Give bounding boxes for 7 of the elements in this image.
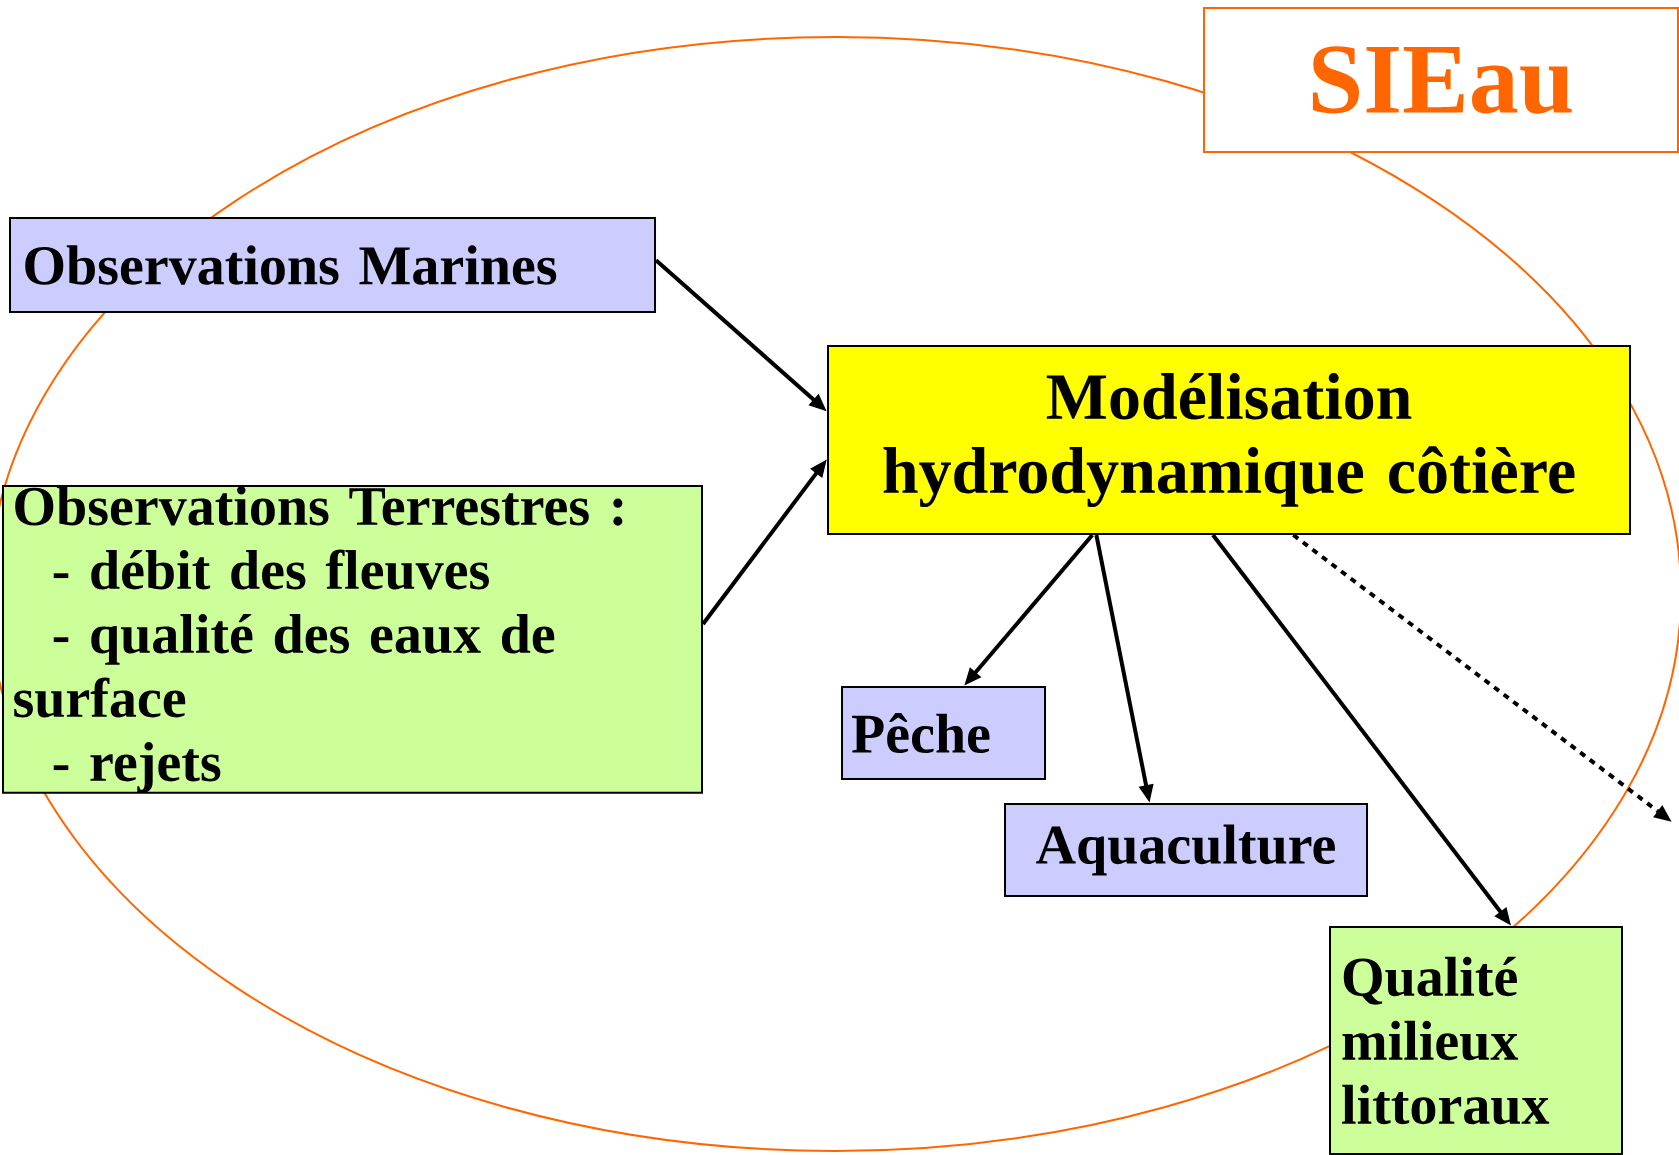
process-box: Qualité milieux littoraux xyxy=(1329,926,1624,1155)
process-box: Observations Marines xyxy=(9,217,656,313)
process-box: Observations Terrestres : - débit des fleuves - qualité des eaux de surface - rejets xyxy=(2,485,703,794)
process-box: Modélisation hydrodynamique côtière xyxy=(827,345,1632,535)
title-box: SIEau xyxy=(1203,7,1679,153)
process-box: Aquaculture xyxy=(1004,803,1369,897)
process-box: Pêche xyxy=(841,686,1046,780)
